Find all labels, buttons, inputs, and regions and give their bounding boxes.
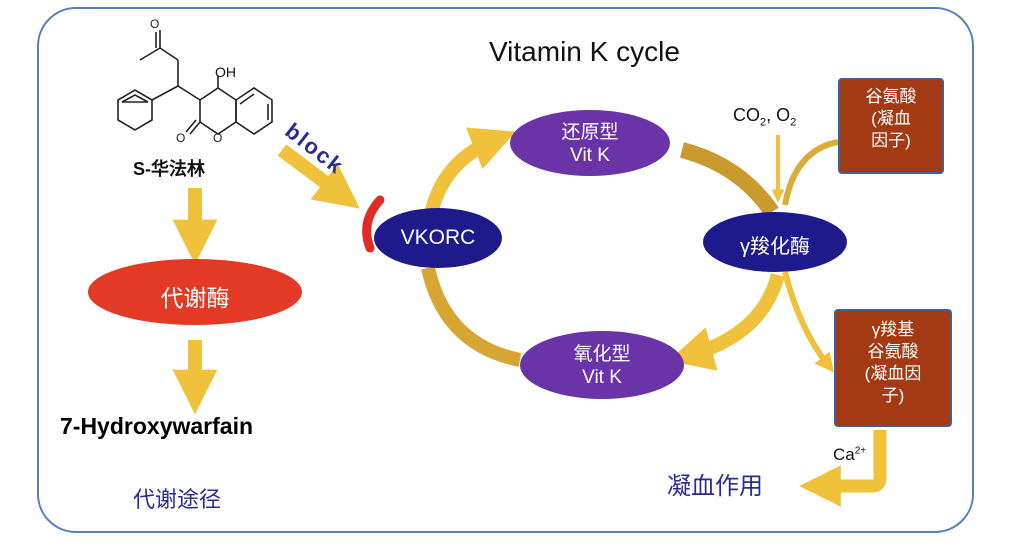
coagulation-label: 凝血作用 [667, 473, 763, 500]
calcium-label: Ca2+ [833, 445, 866, 465]
ring-o-label-1: O [176, 131, 185, 145]
reduced-vitk-label: 还原型 Vit K [510, 121, 670, 167]
ring-o-label-2: O [213, 131, 222, 145]
gla-line2: 谷氨酸 [867, 342, 919, 361]
oxidized-vitk-line2: Vit K [582, 367, 622, 388]
glutamate-box: 谷氨酸 (凝血 因子) [838, 78, 944, 174]
calcium-text: Ca [833, 445, 855, 464]
o2-subscript: 2 [790, 116, 797, 129]
metabolic-enzyme-label: 代谢酶 [160, 285, 230, 311]
gla-line3: (凝血因 [864, 364, 922, 383]
carboxylase-ellipse [703, 212, 847, 272]
arrow-to-gla [782, 271, 834, 373]
arrow-vkorc-to-reduced [425, 127, 516, 212]
metabolite-name: 7-Hydroxywarfain [60, 413, 254, 439]
warfarin-structure [117, 30, 273, 135]
co2-subscript: 2 [760, 116, 767, 129]
arrow-carboxylase-to-oxidized [668, 273, 785, 371]
metabolic-enzyme-ellipse [88, 259, 302, 325]
gla-line1: γ羧基 [871, 320, 915, 339]
arrow-gla-to-coagulation [799, 430, 887, 507]
o2-text: , O [766, 105, 791, 125]
glutamate-line3: 因子) [871, 131, 911, 150]
arrow-block [277, 144, 360, 209]
arrow-reduced-to-carboxylase [679, 142, 779, 217]
hydroxyl-label: OH [215, 64, 236, 80]
gla-line4: 子) [881, 386, 905, 405]
gla-box: γ羧基 谷氨酸 (凝血因 子) [834, 309, 952, 427]
oxidized-vitk-ellipse [520, 331, 684, 399]
carbonyl-o-label: O [150, 17, 159, 31]
glutamate-line2: (凝血 [871, 109, 911, 128]
arrow-oxidized-to-vkorc [421, 266, 522, 367]
carboxylase-label: γ羧化酶 [740, 236, 810, 258]
reduced-vitk-line2: Vit K [570, 145, 610, 166]
inputs-label: CO2, O2 [733, 105, 796, 129]
drug-name: S-华法林 [133, 159, 205, 179]
oxidized-vitk-line1: 氧化型 [573, 344, 631, 365]
glutamate-line1: 谷氨酸 [865, 87, 917, 106]
vkorc-label: VKORC [400, 226, 476, 249]
block-arc [362, 195, 385, 253]
pathway-label: 代谢途径 [133, 487, 222, 512]
calcium-charge: 2+ [854, 445, 867, 457]
oxidized-vitk-label: 氧化型 Vit K [520, 343, 684, 389]
co2-text: CO [733, 105, 760, 125]
arrow-glutamate-in [782, 139, 839, 206]
outer-frame [37, 7, 974, 533]
diagram-title: Vitamin K cycle [489, 36, 680, 67]
vkorc-ellipse [374, 208, 502, 268]
reduced-vitk-ellipse [510, 110, 670, 176]
reduced-vitk-line1: 还原型 [561, 122, 619, 143]
